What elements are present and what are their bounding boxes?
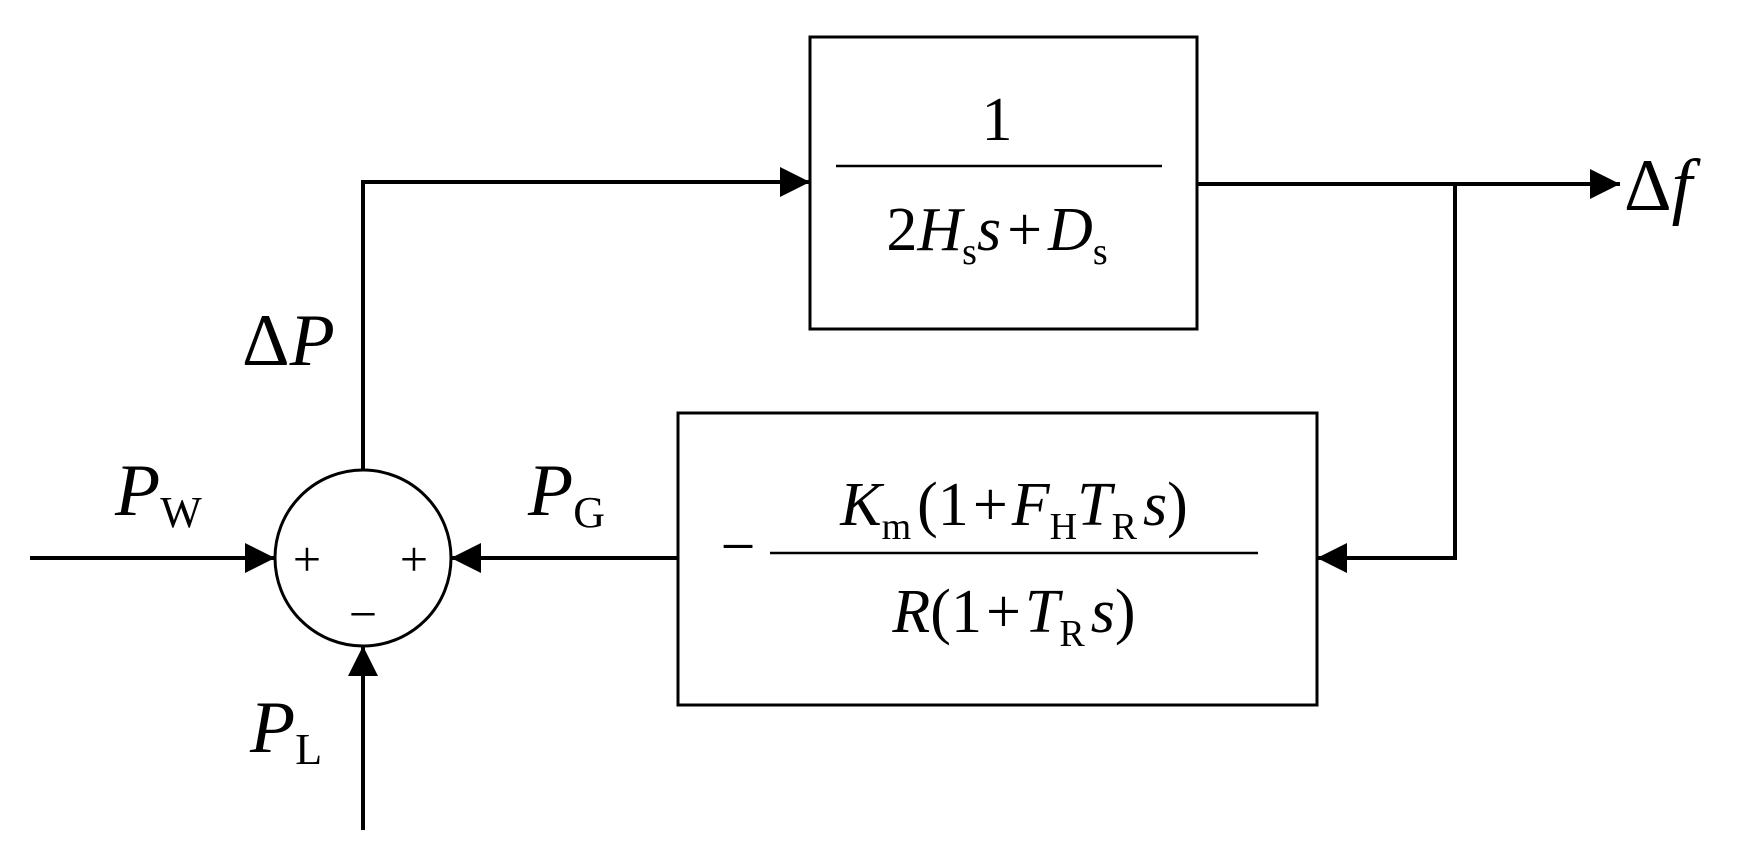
junction-sign-bottom: −: [349, 586, 377, 642]
label-p-l: PL: [249, 687, 322, 774]
governor-denominator: R(1+TRs): [891, 578, 1135, 655]
system-denominator: 2Hss+Ds: [886, 196, 1107, 273]
system-numerator: 1: [982, 86, 1013, 154]
label-delta-p: ΔP: [242, 300, 335, 382]
feedback-wire: [1317, 184, 1457, 573]
label-delta-f: Δf: [1624, 145, 1702, 227]
junction-sign-right: +: [400, 531, 428, 587]
governor-numerator: Km(1+FHTRs): [839, 471, 1188, 548]
label-p-w: PW: [114, 450, 202, 537]
delta-p-wire: [361, 167, 810, 470]
system-transfer-block: [808, 35, 1199, 331]
label-p-g: PG: [527, 450, 605, 537]
governor-transfer-block: [676, 411, 1319, 707]
junction-sign-left: +: [293, 531, 321, 587]
governor-minus-sign: −: [721, 513, 756, 581]
